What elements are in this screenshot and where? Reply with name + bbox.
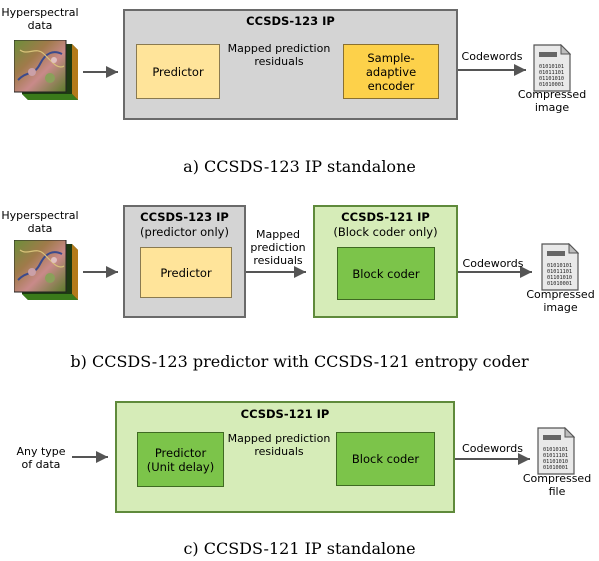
input-label-c: Any type of data [16, 445, 66, 471]
ip2-subtitle-b: (Block coder only) [333, 225, 438, 239]
mid-label-b: Mapped prediction residuals [250, 228, 306, 267]
file-bits-line: 01010001 [543, 465, 568, 471]
mid-label-a: Mapped prediction residuals [227, 42, 331, 68]
hyperspectral-cube-icon-b [13, 239, 78, 304]
mid-label-c: Mapped prediction residuals [227, 432, 331, 458]
caption-b: b) CCSDS-123 predictor with CCSDS-121 en… [70, 352, 529, 371]
hyperspectral-cube-icon-a [13, 39, 78, 104]
ip1-subtitle-b: (predictor only) [140, 225, 229, 239]
predictor-block-b: Predictor [140, 247, 232, 298]
caption-a: a) CCSDS-123 IP standalone [183, 157, 416, 176]
output-label-c: Compressed file [522, 472, 592, 498]
input-label-b: Hyperspectral data [1, 209, 79, 235]
file-bits-line: 01011101 [543, 453, 568, 459]
file-bits-line: 01010101 [539, 64, 564, 70]
file-bits-line: 01010001 [547, 281, 572, 287]
encoder-block-a: Sample- adaptive encoder [343, 44, 439, 99]
file-bits-line: 01101010 [547, 275, 572, 281]
file-bits-line: 01101010 [539, 76, 564, 82]
file-bits-line: 01011101 [539, 70, 564, 76]
block-coder-c: Block coder [336, 432, 435, 486]
input-label-a: Hyperspectral data [1, 6, 79, 32]
file-bits-line: 01010101 [543, 447, 568, 453]
block-coder-b: Block coder [337, 247, 435, 300]
ip-title-c: CCSDS-121 IP [240, 407, 330, 421]
file-bits-line: 01010101 [547, 263, 572, 269]
codewords-label-b: Codewords [462, 257, 524, 270]
predictor-block-a: Predictor [136, 44, 220, 99]
file-bits-line: 01011101 [547, 269, 572, 275]
output-label-a: Compressed image [517, 88, 587, 114]
ip2-title-b: CCSDS-121 IP [341, 210, 430, 224]
output-label-b: Compressed image [526, 288, 595, 314]
file-bits-line: 01101010 [543, 459, 568, 465]
ip-title-a: CCSDS-123 IP [246, 14, 335, 28]
ip1-title-b: CCSDS-123 IP [140, 210, 229, 224]
file-bits-line: 01010001 [539, 82, 564, 88]
codewords-label-c: Codewords [462, 442, 523, 455]
predictor-block-c: Predictor (Unit delay) [137, 432, 224, 487]
caption-c: c) CCSDS-121 IP standalone [183, 539, 416, 558]
codewords-label-a: Codewords [461, 50, 523, 63]
